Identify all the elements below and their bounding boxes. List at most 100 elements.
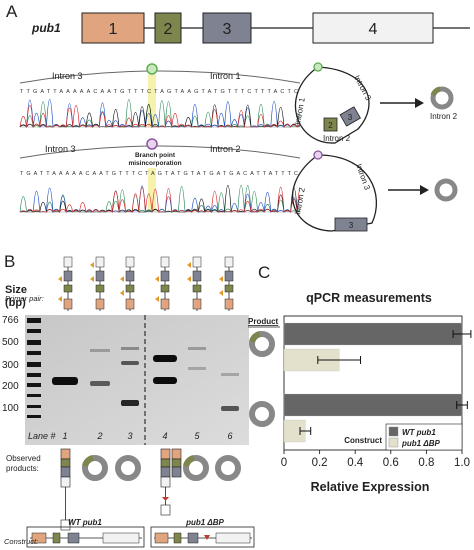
lane3-band-b [121, 400, 139, 406]
lane-1: 1 [62, 431, 67, 441]
lane-6: 6 [227, 431, 232, 441]
lane-3: 3 [127, 431, 132, 441]
legend-entry: WT pub1 [402, 428, 436, 437]
exon-2-label: 2 [164, 21, 173, 38]
branch-point-marker [146, 138, 158, 150]
primer-pair-label: Primer pair: [5, 294, 44, 303]
ladder-766: 766 [2, 315, 19, 326]
lariat1-exon-2-label: 2 [328, 121, 333, 130]
observed-label-1: Observed [6, 454, 41, 463]
exon-1-label: 1 [109, 21, 118, 38]
lane-2: 2 [96, 431, 102, 441]
gel-image: Lane # 1 2 3 4 5 6 [25, 315, 249, 445]
x-tick-label: 0.8 [418, 457, 434, 469]
lariat2-exon-3-label: 3 [349, 221, 354, 230]
branch-point-label-1: Branch point [135, 152, 176, 159]
bar-1-0 [283, 393, 463, 417]
x-tick-label: 0.4 [347, 457, 364, 469]
construct-label: Construct: [4, 537, 39, 546]
trace2-right-label: Intron 2 [210, 144, 241, 154]
lariat2-product-icon [434, 178, 458, 202]
trace1-peaks [19, 99, 300, 129]
trace2-sequence: TGATTAAAAACAATGTTTCTAGTATGTATGATGACATTAT… [20, 171, 298, 177]
size-label-2: (bp) [5, 297, 26, 309]
legend-entry: pub1 ΔBP [401, 439, 440, 448]
lariat1-exon-2 [323, 117, 338, 132]
splice-site-marker-1 [146, 63, 158, 75]
lane4-band-a [153, 355, 177, 362]
panel-b-letter: B [4, 252, 16, 271]
trace2-left-label: Intron 3 [45, 144, 76, 154]
chart-title: qPCR measurements [306, 291, 432, 305]
wt-construct-label: WT pub1 [68, 518, 102, 527]
qpcr-chart: qPCR measurements Product 0 0.2 0.4 0.6 0.8 1… [248, 291, 472, 494]
lariat1-exon-3 [339, 106, 361, 127]
observed-lariat-1-icon [82, 455, 108, 481]
lariat1-product-icon [430, 86, 454, 110]
trace1-right-label: Intron 1 [210, 71, 241, 81]
exon-3-label: 3 [223, 21, 232, 38]
observed-label-2: products: [6, 464, 39, 473]
legend-swatch [388, 426, 399, 437]
lariat2-left-label: Intron 2 [293, 187, 307, 216]
observed-lariat-3-icon [183, 455, 209, 481]
exon-4-label: 4 [369, 21, 378, 38]
lane1-band [52, 377, 78, 385]
peak-trace [19, 185, 300, 214]
lane2-band [90, 381, 110, 386]
lariat2-exon-3 [334, 217, 368, 232]
lariat1-exon-3-label: 3 [348, 113, 353, 122]
legend-swatch [388, 437, 399, 448]
exon-1 [81, 12, 145, 44]
size-label-1: Size [5, 284, 28, 296]
primer-pair-diagrams [58, 256, 234, 311]
ladder-100: 100 [2, 403, 19, 414]
x-tick-label: 0.2 [312, 457, 328, 469]
branch-point-label-2: misincorporation [128, 160, 181, 167]
lane3-band-a [121, 361, 139, 365]
observed-lariat-4-icon [215, 455, 241, 481]
observed-products: WT pub1 pub1 ΔBP [26, 448, 255, 548]
legend-construct-label: Construct [344, 436, 382, 445]
category-lariat-1-icon [249, 331, 275, 357]
gene-name: pub1 [32, 21, 61, 35]
primer-pair-diagram [155, 256, 170, 311]
lariat1-product-label: Intron 2 [430, 112, 458, 121]
product-axis-label: Product [248, 317, 279, 326]
primer-pair-diagram [120, 256, 135, 311]
ladder-200: 200 [2, 381, 19, 392]
x-tick-label: 1.0 [454, 457, 470, 469]
primer-pair-diagram [58, 256, 73, 311]
chromatograms: Intron 3 Intron 1 TTGATTAAAAACAATGTTTCTA… [19, 63, 300, 214]
peak-trace [19, 185, 300, 214]
peak-trace [19, 185, 300, 214]
lariat1-top-label: Intron 3 [352, 74, 373, 103]
panel-a-letter: A [6, 2, 18, 21]
lane6-band [221, 406, 239, 411]
lane4-band-b [153, 377, 177, 384]
lane-5: 5 [194, 431, 200, 441]
observed-lariat-2-icon [115, 455, 141, 481]
ladder-300: 300 [2, 360, 19, 371]
bar-0-0 [283, 322, 463, 346]
lariat1-bottom-label: Intron 2 [323, 134, 351, 143]
panel-c-letter: C [258, 263, 271, 282]
exon-4 [312, 12, 434, 44]
lariat-diagrams: Intron 3 Intron 1 2 3 Intron 2 Intron 2 … [291, 62, 458, 232]
gene-structure: 1 2 3 4 [81, 12, 470, 44]
x-axis-label: Relative Expression [311, 480, 430, 494]
x-tick-label: 0 [281, 457, 287, 469]
lane-4: 4 [162, 431, 167, 441]
primer-pair-diagram [90, 256, 105, 311]
exon-3 [202, 12, 252, 44]
mut-construct-label: pub1 ΔBP [185, 518, 224, 527]
ladder-500: 500 [2, 337, 19, 348]
primer-pair-diagram [187, 256, 202, 311]
primer-pair-diagram [219, 256, 234, 311]
lane-label: Lane # [28, 431, 57, 441]
lariat2-top-label: Intron 3 [354, 163, 372, 192]
trace1-left-label: Intron 3 [52, 71, 83, 81]
x-tick-label: 0.6 [383, 457, 399, 469]
trace2-peaks [19, 185, 300, 214]
trace1-sequence: TTGATTAAAAACAATGTTTCTAGTAAGTATGTTTCTTTAC… [20, 89, 298, 95]
